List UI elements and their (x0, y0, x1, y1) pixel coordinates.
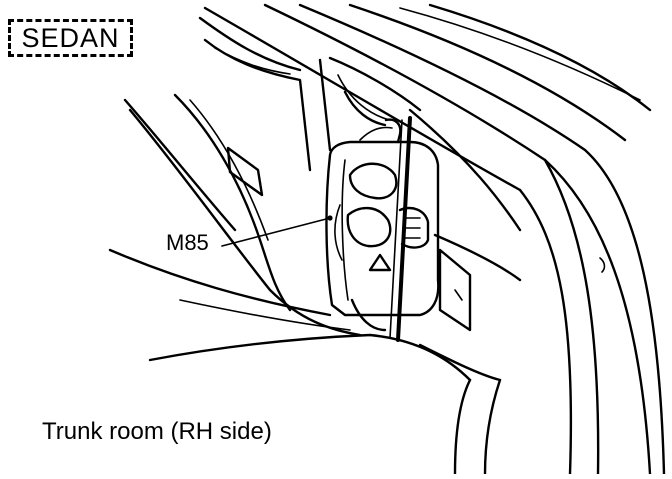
model-badge: SEDAN (8, 19, 133, 57)
connector-bracket (325, 118, 440, 332)
wire-harness (396, 116, 412, 342)
connector-label: M85 (166, 230, 209, 255)
callout-point (327, 215, 333, 221)
diagram-caption: Trunk room (RH side) (42, 418, 272, 445)
inner-panel-lines (108, 16, 522, 476)
wire-harness-edge (389, 119, 403, 339)
callout-leader-line (221, 217, 331, 247)
trunk-body-lines (203, 3, 666, 476)
